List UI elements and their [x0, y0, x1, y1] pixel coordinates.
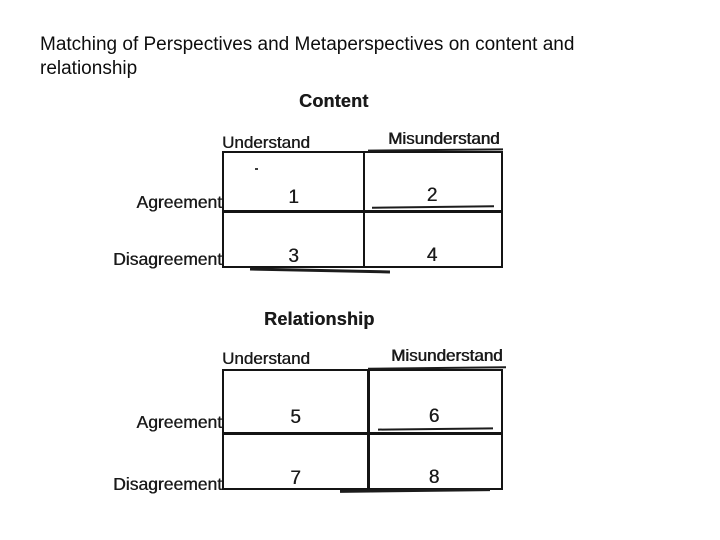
content-matrix-grid: 1 2 3 4	[222, 151, 503, 268]
relationship-matrix-heading: Relationship	[264, 309, 375, 329]
content-column-header-understand: Understand	[222, 133, 310, 152]
content-column-header-misunderstand: Misunderstand	[388, 129, 500, 148]
relationship-cell-6: 6	[428, 406, 440, 427]
content-grid-horizontal-divider	[224, 210, 501, 213]
content-row-label-agreement: Agreement	[136, 192, 222, 212]
relationship-grid-horizontal-divider	[224, 432, 501, 435]
content-cell-4: 4	[426, 245, 438, 266]
relationship-cell-7: 7	[290, 468, 301, 489]
relationship-row-label-agreement: Agreement	[136, 412, 222, 432]
relationship-column-header-misunderstand: Misunderstand	[391, 346, 503, 365]
scan-artifact	[255, 168, 258, 170]
content-cell-1: 1	[288, 187, 299, 208]
content-row-label-disagreement: Disagreement	[113, 249, 222, 269]
relationship-grid-vertical-divider	[367, 371, 370, 488]
scan-artifact	[249, 267, 391, 273]
relationship-row-label-disagreement: Disagreement	[113, 474, 222, 494]
content-matrix-heading: Content	[299, 91, 369, 111]
relationship-column-header-understand: Understand	[222, 349, 310, 368]
scan-artifact	[339, 488, 491, 493]
content-cell-3: 3	[288, 246, 299, 267]
relationship-cell-8: 8	[428, 467, 440, 488]
relationship-cell-5: 5	[290, 407, 301, 428]
slide-title: Matching of Perspectives and Metaperspec…	[40, 34, 575, 79]
content-grid-vertical-divider	[363, 153, 365, 266]
content-cell-2: 2	[426, 185, 438, 206]
